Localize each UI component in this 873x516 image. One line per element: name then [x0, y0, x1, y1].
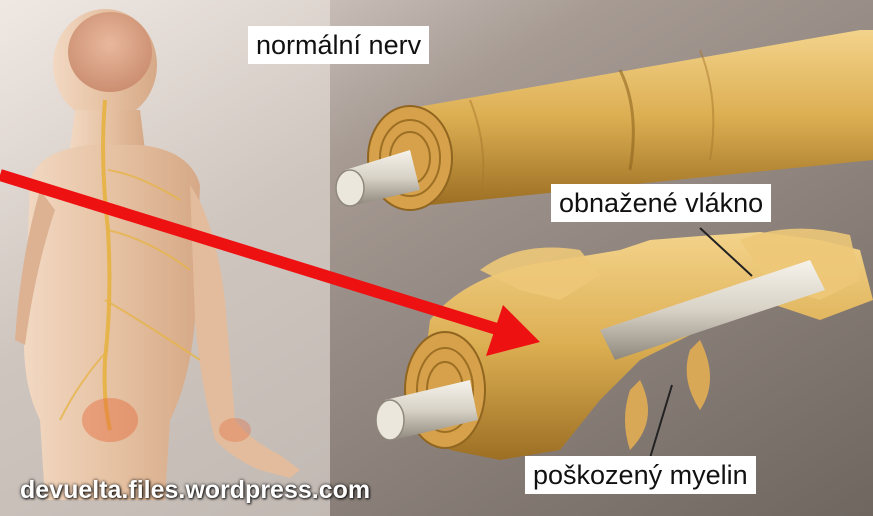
watermark: devuelta.files.wordpress.com — [20, 476, 370, 505]
label-exposed-fiber: obnažené vlákno — [551, 184, 771, 222]
label-normal-nerve: normální nerv — [248, 26, 429, 64]
label-damaged-myelin: poškozený myelin — [525, 456, 756, 494]
